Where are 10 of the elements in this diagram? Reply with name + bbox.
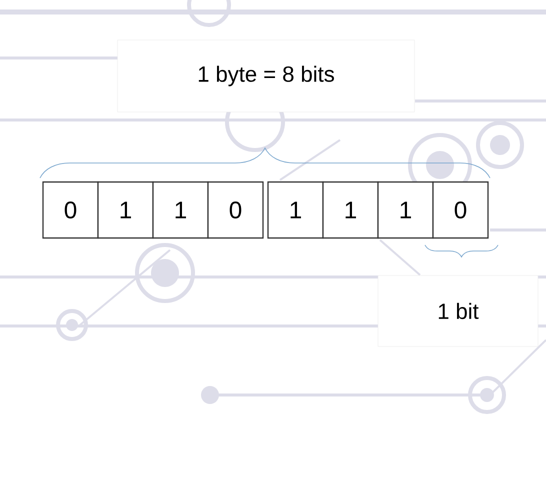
bit-cell: 1 — [267, 181, 324, 239]
text-box: 1 byte = 8 bits — [117, 40, 415, 112]
text-box: 1 bit — [378, 275, 538, 347]
bit-cell: 0 — [432, 181, 489, 239]
bit-cell: 0 — [42, 181, 99, 239]
bit-cell: 1 — [152, 181, 209, 239]
bit-cell: 0 — [207, 181, 264, 239]
bit-cell: 1 — [97, 181, 154, 239]
bit-cell: 1 — [322, 181, 379, 239]
bit-cell: 1 — [377, 181, 434, 239]
